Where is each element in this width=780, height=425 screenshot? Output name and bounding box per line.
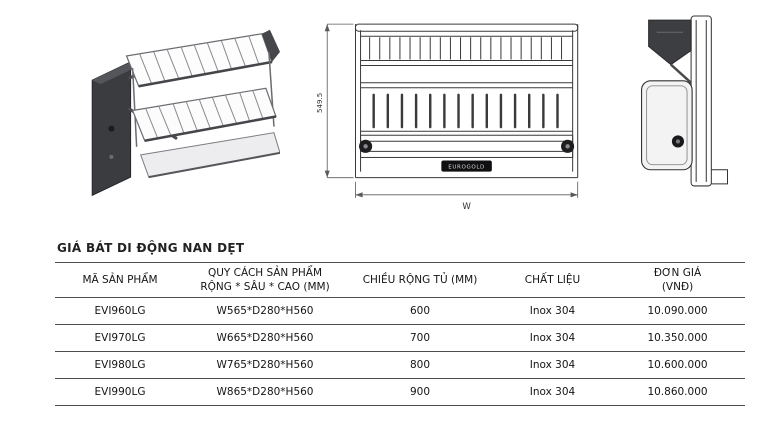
cell-dimensions: W565*D280*H560 — [185, 297, 345, 325]
cell-material: Inox 304 — [495, 324, 610, 352]
column-header-dimensions: QUY CÁCH SẢN PHẨM RỘNG * SÂU * CAO (MM) — [185, 262, 345, 298]
cell-cabinet-width: 900 — [345, 378, 495, 406]
dish-rack-render-image — [91, 29, 280, 197]
column-header-product-code: MÃ SẢN PHẨM — [55, 262, 185, 298]
header-sublabel: (VNĐ) — [661, 281, 694, 293]
cell-material: Inox 304 — [495, 297, 610, 325]
table-row: EVI970LG W665*D280*H560 700 Inox 304 10.… — [55, 324, 745, 352]
cell-product-code: EVI990LG — [55, 378, 185, 406]
header-sublabel: RỘNG * SÂU * CAO (MM) — [200, 281, 330, 293]
column-header-price: ĐƠN GIÁ (VNĐ) — [610, 262, 745, 298]
product-spec-table: MÃ SẢN PHẨM QUY CÁCH SẢN PHẨM RỘNG * SÂU… — [55, 262, 745, 406]
table-container: MÃ SẢN PHẨM QUY CÁCH SẢN PHẨM RỘNG * SÂU… — [55, 262, 745, 406]
table-row: EVI990LG W865*D280*H560 900 Inox 304 10.… — [55, 378, 745, 406]
table-row: EVI980LG W765*D280*H560 800 Inox 304 10.… — [55, 351, 745, 379]
height-dimension-label: 549.5 — [315, 93, 324, 113]
cell-product-code: EVI980LG — [55, 351, 185, 379]
cell-price: 10.090.000 — [610, 297, 745, 325]
cell-material: Inox 304 — [495, 378, 610, 406]
header-label: ĐƠN GIÁ — [653, 266, 702, 279]
cell-product-code: EVI970LG — [55, 324, 185, 352]
cell-cabinet-width: 800 — [345, 351, 495, 379]
header-label: CHẤT LIỆU — [524, 273, 581, 286]
header-label: QUY CÁCH SẢN PHẨM — [207, 266, 323, 279]
brand-plate — [441, 160, 492, 172]
cell-dimensions: W665*D280*H560 — [185, 324, 345, 352]
column-header-material: CHẤT LIỆU — [495, 262, 610, 298]
header-row: MÃ SẢN PHẨM QUY CÁCH SẢN PHẨM RỘNG * SÂU… — [55, 262, 745, 298]
header-label: MÃ SẢN PHẨM — [82, 273, 158, 286]
section-title: GIÁ BÁT DI ĐỘNG NAN DẸT — [57, 241, 245, 255]
side-view-drawing — [626, 12, 738, 192]
cell-price: 10.600.000 — [610, 351, 745, 379]
header-label: CHIỀU RỘNG TỦ (MM) — [362, 273, 478, 286]
cell-material: Inox 304 — [495, 351, 610, 379]
cell-cabinet-width: 700 — [345, 324, 495, 352]
cell-price: 10.860.000 — [610, 378, 745, 406]
cell-price: 10.350.000 — [610, 324, 745, 352]
front-view-drawing: EUROGOLD 549.5 W — [313, 10, 601, 212]
cell-dimensions: W865*D280*H560 — [185, 378, 345, 406]
cell-dimensions: W765*D280*H560 — [185, 351, 345, 379]
column-header-cabinet-width: CHIỀU RỘNG TỦ (MM) — [345, 262, 495, 298]
cell-cabinet-width: 600 — [345, 297, 495, 325]
front-view-image: EUROGOLD 549.5 W — [315, 23, 579, 212]
product-3d-render — [68, 5, 280, 223]
table-row: EVI960LG W565*D280*H560 600 Inox 304 10.… — [55, 297, 745, 325]
side-view-image — [640, 15, 729, 187]
width-dimension-label: W — [462, 202, 471, 212]
brand-plate-label: EUROGOLD — [448, 165, 485, 171]
cell-product-code: EVI960LG — [55, 297, 185, 325]
